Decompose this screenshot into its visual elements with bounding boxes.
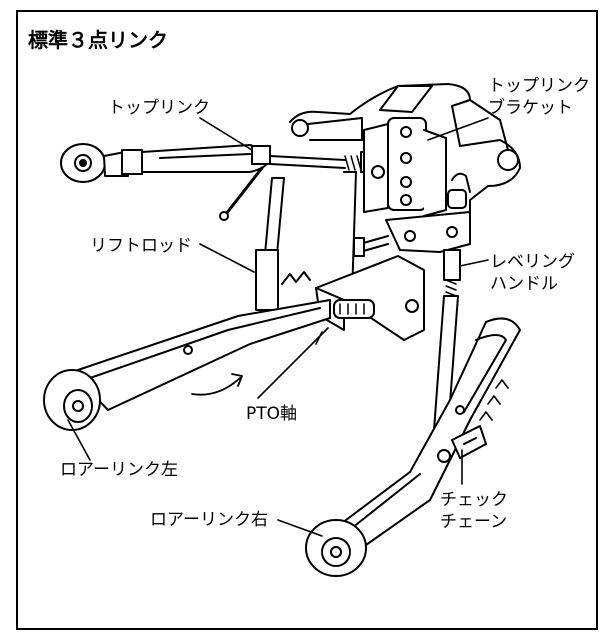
label-leveling-handle-line1: レベリング xyxy=(490,252,575,272)
pto-cover-drawing xyxy=(315,255,425,341)
top-link-bracket-drawing xyxy=(289,83,521,257)
diagram-frame xyxy=(16,10,598,630)
top-link-drawing xyxy=(60,143,378,221)
label-lift-rod: リフトロッド xyxy=(90,236,192,256)
label-lower-link-left: ロアーリンク左 xyxy=(60,460,178,480)
label-top-link: トップリンク xyxy=(108,98,210,118)
label-lower-link-right: ロアーリンク右 xyxy=(150,510,268,530)
label-check-chain-line1: チェック xyxy=(440,490,508,510)
diagram-title: 標準３点リンク xyxy=(28,28,168,52)
lower-link-right-drawing xyxy=(305,317,521,577)
label-check-chain-line2: チェーン xyxy=(440,512,508,532)
lower-link-left-drawing xyxy=(43,299,331,431)
label-top-link-bracket-line2: ブラケット xyxy=(488,98,573,118)
label-pto-shaft: PTO軸 xyxy=(246,404,298,424)
leader-lines xyxy=(67,117,489,537)
label-top-link-bracket-line1: トップリンク xyxy=(488,76,590,96)
check-chain-drawing xyxy=(437,379,509,463)
label-leveling-handle-line2: ハンドル xyxy=(490,274,558,294)
